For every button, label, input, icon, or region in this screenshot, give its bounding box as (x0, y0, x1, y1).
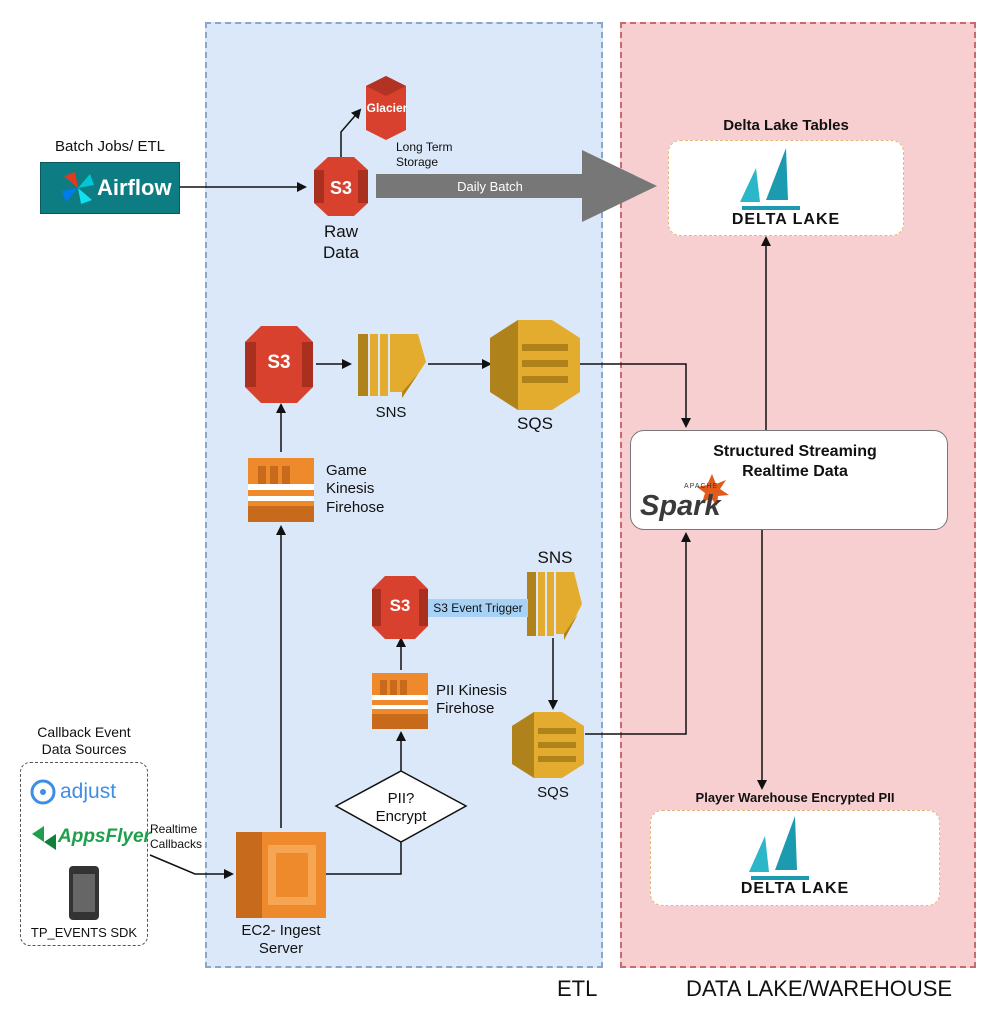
ec2-ingest-server-label: EC2- Ingest Server (241, 922, 321, 958)
sns-stream-label: SNS (375, 404, 407, 421)
callback-sources-title: Callback Event Data Sources (37, 724, 131, 758)
sqs-pii-label: SQS (537, 784, 569, 801)
spark-apache-text: APACHE (684, 483, 719, 490)
glacier-label: Glacier (366, 101, 408, 115)
sns-pii-icon (527, 572, 582, 640)
s3-pii-icon (372, 576, 428, 639)
adjust-label: adjust (60, 780, 117, 803)
airflow-pinwheel-icon (62, 172, 94, 204)
spark-logo-text: Spark (640, 490, 721, 522)
sqs-pii-icon (512, 712, 584, 778)
daily-batch-label: Daily Batch (457, 179, 523, 194)
adjust-logo-icon (30, 779, 56, 805)
sns-pii-label: SNS (537, 548, 573, 567)
sdk-label: TP_EVENTS SDK (30, 925, 138, 940)
s3-raw-icon (314, 157, 368, 216)
game-kinesis-firehose-icon (248, 458, 314, 522)
pii-decision-label: PII? Encrypt (375, 790, 427, 826)
spark-streaming-card (630, 430, 948, 530)
game-firehose-label: Game Kinesis Firehose (326, 462, 385, 516)
connectors (149, 108, 771, 879)
delta-lake-tables-logo-icon (740, 148, 800, 210)
pii-decision-diamond (334, 770, 468, 843)
airflow-label: Airflow (97, 175, 172, 200)
player-warehouse-logo-text: DELTA LAKE (740, 880, 850, 897)
sources-to-ec2-arrow (149, 854, 234, 879)
ec2-server-icon (236, 832, 326, 918)
s3-stream-icon (245, 326, 313, 403)
etl-zone-label: ETL (557, 976, 598, 1001)
sqs-pii-to-spark-arrow (585, 532, 691, 735)
daily-batch-arrow (376, 150, 657, 222)
s3-pii-label: S3 (389, 596, 411, 615)
batch-jobs-title: Batch Jobs/ ETL (54, 138, 166, 155)
sqs-stream-label: SQS (517, 414, 553, 433)
delta-lake-tables-title: Delta Lake Tables (723, 117, 849, 134)
ec2-to-decision-connector (326, 842, 402, 875)
player-warehouse-title: Player Warehouse Encrypted PII (695, 790, 895, 805)
appsflyer-logo-icon (32, 826, 56, 850)
sns-stream-icon (358, 334, 426, 398)
realtime-callbacks-label: Realtime Callbacks (150, 822, 203, 851)
airflow-logo-box (40, 162, 180, 214)
spark-star-icon (697, 474, 729, 506)
delta-lake-tables-logo-text: DELTA LAKE (731, 211, 841, 228)
s3-to-glacier-connector (340, 108, 362, 160)
data-lake-zone-label: DATA LAKE/WAREHOUSE (686, 976, 953, 1001)
pii-kinesis-firehose-icon (372, 673, 428, 729)
pii-firehose-label: PII Kinesis Firehose (436, 682, 507, 718)
s3-stream-label: S3 (267, 352, 291, 373)
long-term-storage-label: Long Term Storage (396, 140, 453, 169)
s3-raw-label: S3 (329, 178, 353, 198)
phone-sdk-icon (69, 866, 99, 920)
appsflyer-label: AppsFlyer (58, 826, 151, 847)
glacier-icon (366, 76, 406, 140)
sqs-stream-icon (490, 320, 580, 410)
sqs-to-spark-arrow (580, 363, 691, 428)
raw-data-label: Raw Data (323, 222, 359, 262)
s3-event-trigger-label: S3 Event Trigger (428, 599, 528, 617)
player-warehouse-logo-icon (749, 816, 809, 880)
spark-streaming-title: Structured Streaming Realtime Data (713, 443, 877, 480)
